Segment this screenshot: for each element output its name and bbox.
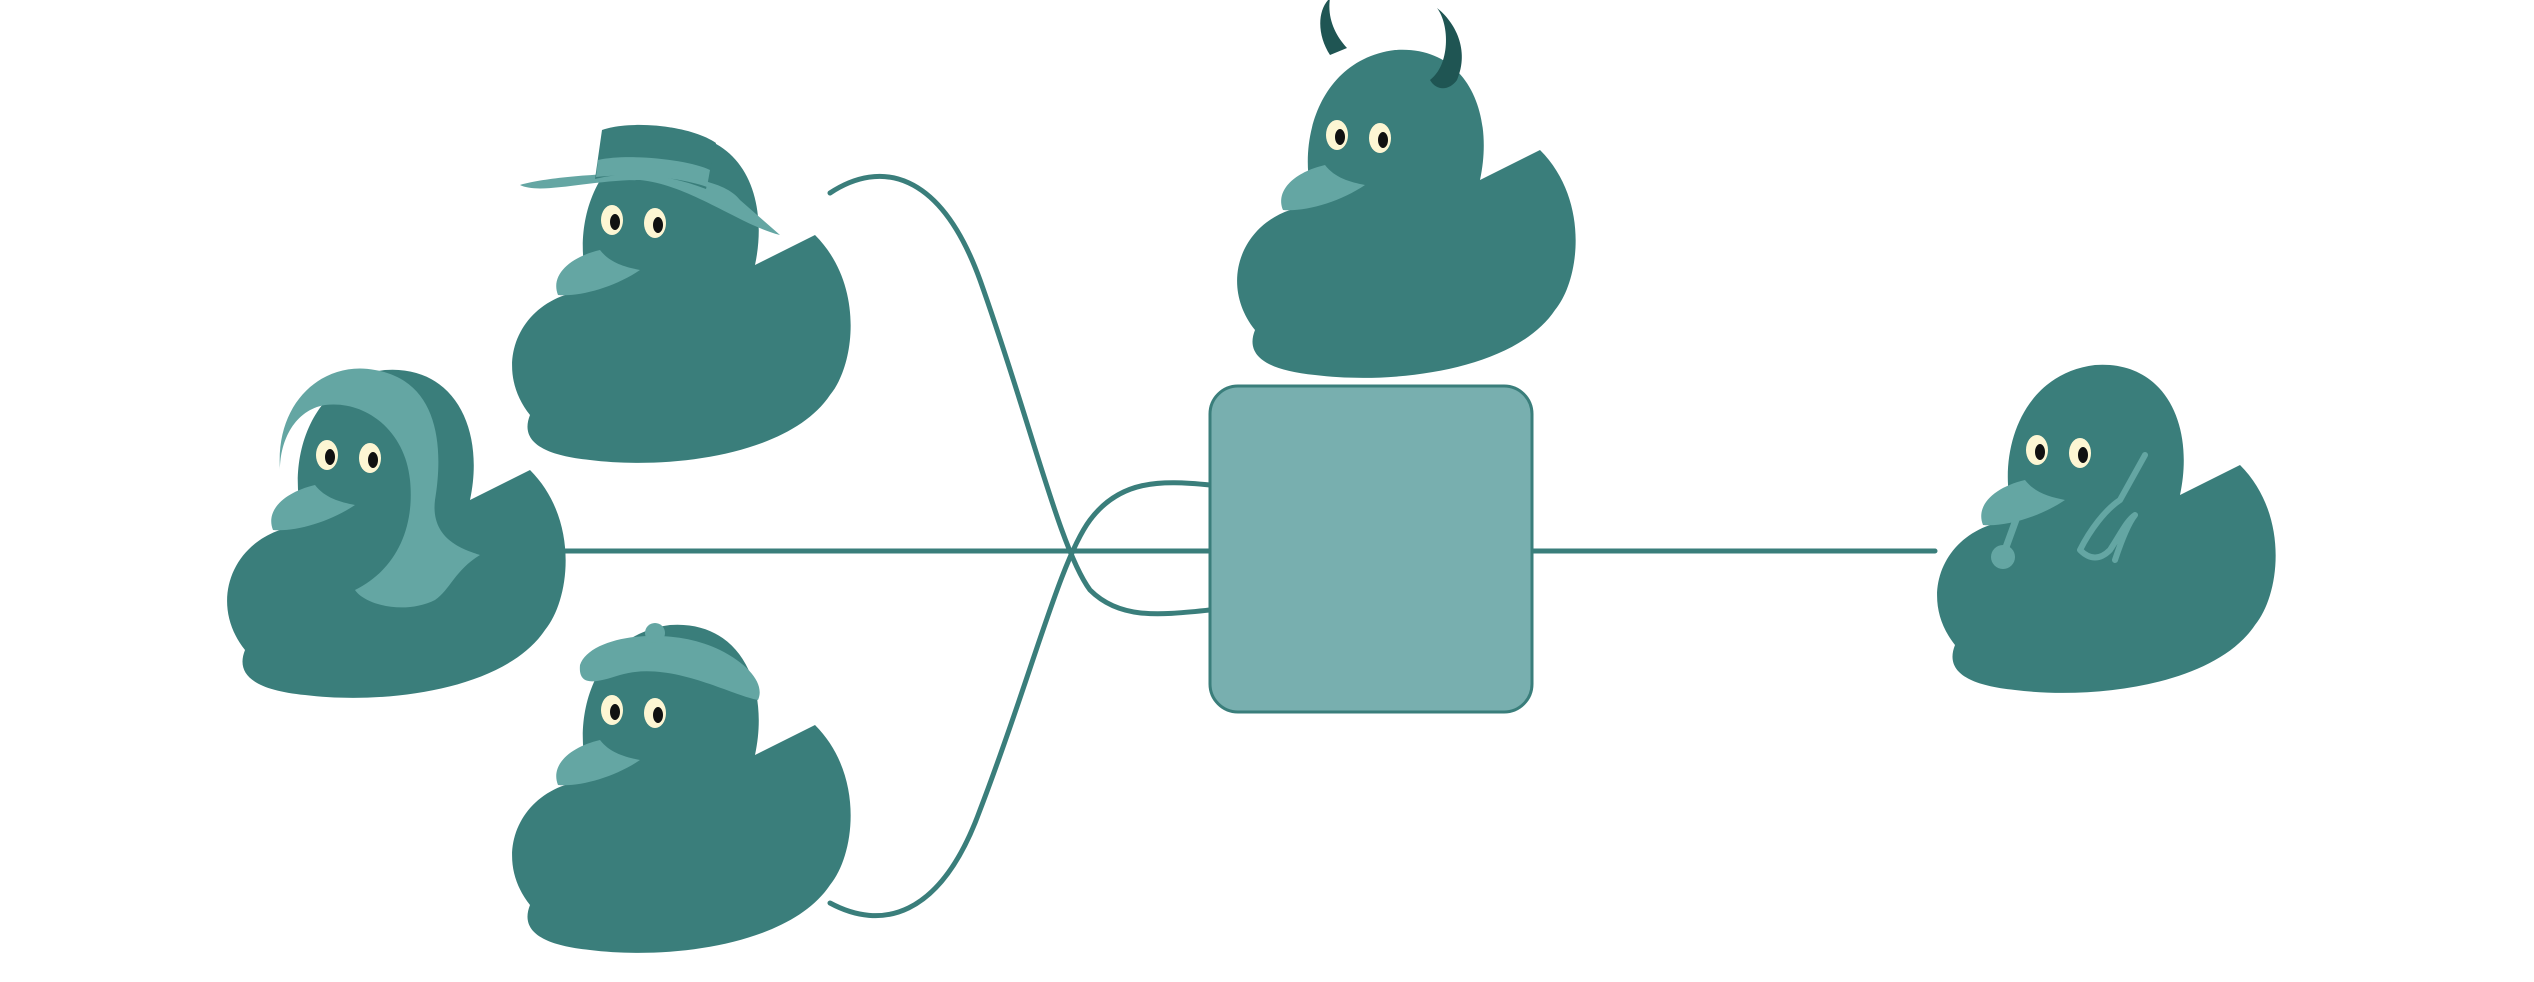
duck-long-hair	[227, 368, 566, 698]
long-hair-icon	[279, 368, 480, 608]
duck-beret	[512, 623, 851, 953]
duck-top-hat	[512, 124, 851, 463]
connector-top-hat-curve	[827, 173, 1213, 617]
connector-lines	[555, 173, 1938, 919]
duck-stethoscope	[1937, 364, 2276, 693]
devil-horns-icon	[1320, 0, 1462, 89]
central-box	[1208, 384, 1534, 714]
duck-devil-horns	[1237, 0, 1576, 378]
stethoscope-icon	[1991, 452, 2148, 569]
top-hat-icon	[520, 124, 780, 235]
connector-beret-curve	[827, 480, 1213, 919]
beret-icon	[579, 623, 760, 700]
